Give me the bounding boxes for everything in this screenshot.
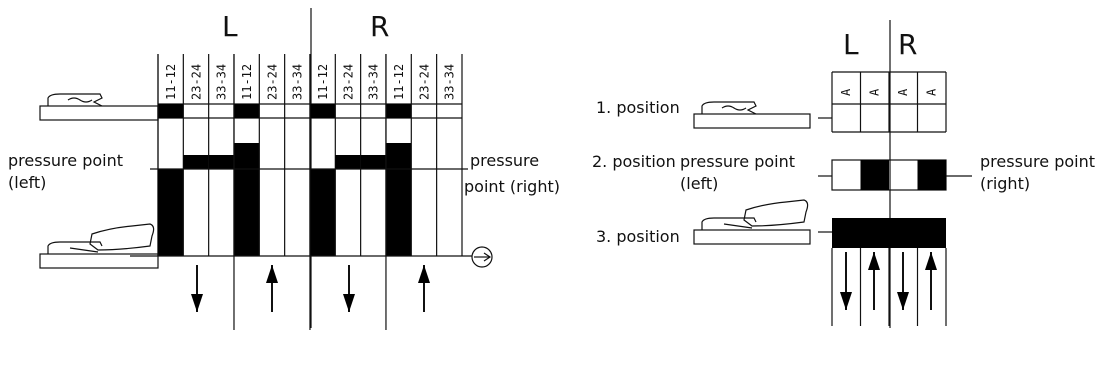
left-column-grid: 11-12 23-24 33-34 11-12 23-24 33-34 11-12 23-24… bbox=[157, 54, 457, 330]
contact-state-block bbox=[385, 104, 412, 118]
direction-arrow-icon bbox=[418, 265, 430, 283]
column-label: 11-12 bbox=[316, 64, 330, 100]
column-label: 23-24 bbox=[341, 64, 355, 100]
direction-arrow-icon bbox=[266, 265, 278, 283]
contact-state-block bbox=[208, 155, 234, 169]
direction-arrow-icon bbox=[343, 294, 355, 312]
contact-state-block bbox=[183, 155, 209, 169]
contact-state-block bbox=[158, 169, 184, 256]
contact-state-block bbox=[385, 143, 412, 256]
column-label: 33-34 bbox=[291, 64, 305, 100]
direction-arrow-icon bbox=[925, 252, 937, 270]
column-label: 23-24 bbox=[265, 64, 279, 100]
right-heading-l: L bbox=[843, 28, 859, 61]
left-heading-r: R bbox=[370, 10, 389, 43]
direction-arrow-icon bbox=[897, 292, 909, 310]
contact-state-block bbox=[360, 155, 386, 169]
column-label: 33-34 bbox=[367, 64, 381, 100]
direction-arrow-icon bbox=[868, 252, 880, 270]
column-label: 23-24 bbox=[417, 64, 431, 100]
timing-dial-icon bbox=[471, 246, 493, 268]
contact-state-block bbox=[158, 104, 184, 118]
right-diagram: L R A A A A 1. position 2. position 3. posi… bbox=[592, 20, 1095, 328]
contact-state-block bbox=[860, 160, 889, 190]
contact-state-block bbox=[233, 104, 260, 118]
pedal-released-icon bbox=[693, 101, 811, 129]
contact-state-block bbox=[335, 155, 361, 169]
column-label: 33-34 bbox=[443, 64, 457, 100]
column-label: 11-12 bbox=[240, 64, 254, 100]
pedal-released-icon bbox=[39, 93, 159, 121]
direction-arrow-icon bbox=[191, 294, 203, 312]
rd-pressure-right-label: pressure point bbox=[980, 152, 1095, 171]
contact-state-block bbox=[233, 143, 260, 256]
position-1-label: 1. position bbox=[596, 98, 680, 117]
position-3-row bbox=[832, 218, 946, 248]
pressure-point-left-sub: (left) bbox=[8, 173, 46, 192]
column-label: 11-12 bbox=[392, 64, 406, 100]
column-label: A bbox=[839, 88, 853, 96]
pedal-pressed-icon bbox=[693, 199, 811, 245]
rd-pressure-left-label: pressure point bbox=[680, 152, 795, 171]
column-label: 23-24 bbox=[189, 64, 203, 100]
pedal-pressed-icon bbox=[39, 223, 159, 269]
contact-state-block bbox=[309, 104, 336, 118]
right-direction-arrows bbox=[831, 248, 947, 326]
rd-pressure-left-sub: (left) bbox=[680, 174, 718, 193]
contact-state-block bbox=[917, 160, 946, 190]
left-direction-arrows bbox=[191, 265, 430, 312]
direction-arrow-icon bbox=[840, 292, 852, 310]
pressure-point-left-label: pressure point bbox=[8, 151, 123, 170]
left-heading-l: L bbox=[222, 10, 238, 43]
pressure-point-right-label: pressure bbox=[470, 151, 539, 170]
column-label: 11-12 bbox=[164, 64, 178, 100]
position-2-label: 2. position bbox=[592, 152, 676, 171]
column-label: A bbox=[896, 88, 910, 96]
rd-pressure-right-sub: (right) bbox=[980, 174, 1030, 193]
position-3-label: 3. position bbox=[596, 227, 680, 246]
left-diagram: L R 11-12 23-24 33-34 11-12 23-24 33-34 11-12 2… bbox=[8, 8, 560, 330]
right-heading-r: R bbox=[898, 28, 917, 61]
column-label: A bbox=[868, 88, 882, 96]
contact-state-block bbox=[309, 169, 336, 256]
column-label: A bbox=[925, 88, 939, 96]
column-label: 33-34 bbox=[215, 64, 229, 100]
pressure-point-right-sub: point (right) bbox=[464, 177, 560, 196]
